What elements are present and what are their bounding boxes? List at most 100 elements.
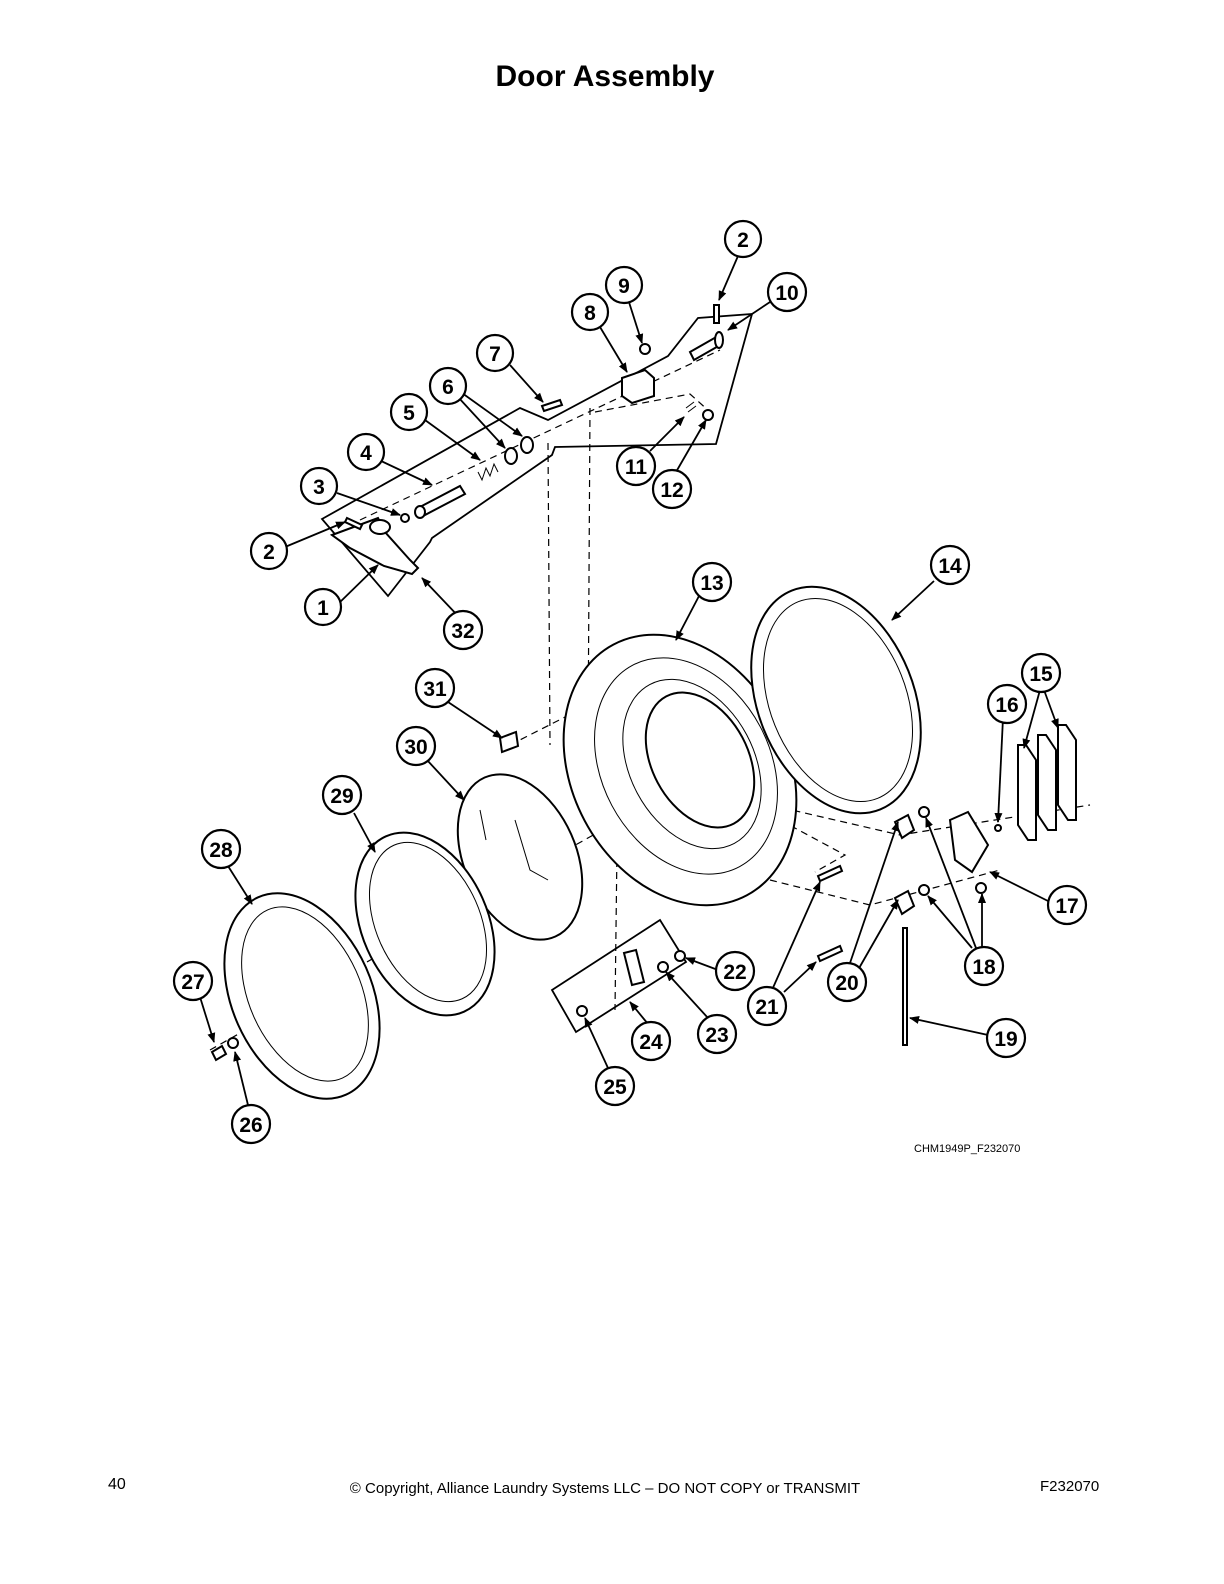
callout-18: 18 xyxy=(963,945,1005,987)
callout-5: 5 xyxy=(389,392,429,432)
callout-4: 4 xyxy=(346,432,386,472)
svg-text:2: 2 xyxy=(737,229,749,252)
door-ring xyxy=(223,892,381,1100)
hinge-block-upper xyxy=(893,813,916,840)
callout-25: 25 xyxy=(594,1065,636,1107)
callout-24: 24 xyxy=(630,1020,672,1062)
ball xyxy=(400,513,410,523)
svg-text:10: 10 xyxy=(775,282,798,305)
svg-text:1: 1 xyxy=(317,597,329,620)
svg-text:22: 22 xyxy=(723,961,746,984)
door-label xyxy=(498,730,520,754)
svg-text:17: 17 xyxy=(1055,895,1078,918)
svg-text:32: 32 xyxy=(451,620,474,643)
svg-text:15: 15 xyxy=(1029,663,1053,686)
callout-29: 29 xyxy=(321,774,363,816)
callout-8: 8 xyxy=(570,292,610,332)
svg-text:14: 14 xyxy=(938,555,962,578)
callout-31: 31 xyxy=(414,667,456,709)
callout-1: 1 xyxy=(303,587,343,627)
callout-26: 26 xyxy=(230,1103,272,1145)
callout-14: 14 xyxy=(929,544,971,586)
roll-pin-top xyxy=(713,304,720,324)
svg-text:20: 20 xyxy=(835,972,858,995)
figure-id: CHM1949P_F232070 xyxy=(914,1143,1021,1155)
glass-gasket xyxy=(354,831,496,1017)
handle-assembly-outline xyxy=(320,313,754,598)
callout-2-top: 2 xyxy=(723,219,763,259)
svg-text:7: 7 xyxy=(489,343,501,366)
roll-pin-left xyxy=(343,516,364,531)
callout-3: 3 xyxy=(299,466,339,506)
handle-part xyxy=(329,516,420,576)
svg-text:16: 16 xyxy=(995,694,1018,717)
callout-16: 16 xyxy=(986,683,1028,725)
svg-text:26: 26 xyxy=(239,1114,262,1137)
svg-text:19: 19 xyxy=(994,1028,1017,1051)
svg-text:2: 2 xyxy=(263,541,275,564)
door-frame xyxy=(562,633,798,907)
hinge-pin xyxy=(902,927,908,1046)
callout-27: 27 xyxy=(172,960,214,1002)
callout-11: 11 xyxy=(615,445,657,487)
callout-23: 23 xyxy=(696,1013,738,1055)
callout-15: 15 xyxy=(1020,652,1062,694)
callout-7: 7 xyxy=(475,333,515,373)
callout-2-left: 2 xyxy=(249,531,289,571)
svg-text:18: 18 xyxy=(972,956,996,979)
svg-text:21: 21 xyxy=(755,996,779,1019)
callout-32: 32 xyxy=(442,609,484,651)
hinge-plate xyxy=(948,810,990,874)
washer-a xyxy=(504,447,518,465)
nut-top xyxy=(639,343,651,355)
svg-text:3: 3 xyxy=(313,476,325,499)
svg-text:4: 4 xyxy=(360,442,372,465)
callout-19: 19 xyxy=(985,1017,1027,1059)
screw xyxy=(540,398,564,413)
page-number: 40 xyxy=(108,1476,126,1493)
callout-9: 9 xyxy=(604,265,644,305)
cap-nut xyxy=(210,1044,228,1062)
callout-30: 30 xyxy=(395,725,437,767)
svg-text:11: 11 xyxy=(625,456,648,479)
callout-28: 28 xyxy=(200,828,242,870)
hinge-block-lower xyxy=(893,889,916,916)
svg-text:12: 12 xyxy=(660,479,683,502)
setscrew xyxy=(685,401,697,413)
svg-text:30: 30 xyxy=(404,736,427,759)
callout-21: 21 xyxy=(746,985,788,1027)
callout-10: 10 xyxy=(766,271,808,313)
spring xyxy=(477,462,499,482)
washer-small xyxy=(227,1037,239,1049)
callout-6: 6 xyxy=(428,366,468,406)
page-title: Door Assembly xyxy=(495,60,715,93)
copyright-notice: © Copyright, Alliance Laundry Systems LL… xyxy=(349,1480,861,1497)
svg-text:6: 6 xyxy=(442,376,454,399)
svg-text:8: 8 xyxy=(584,302,596,325)
shim-b xyxy=(1037,734,1057,831)
shim-c xyxy=(1057,724,1077,821)
callout-17: 17 xyxy=(1046,884,1088,926)
door-gasket xyxy=(750,585,922,815)
document-code: F232070 xyxy=(1040,1478,1100,1495)
callout-12: 12 xyxy=(651,468,693,510)
nut-side xyxy=(702,409,714,421)
callout-20: 20 xyxy=(826,961,868,1003)
svg-text:28: 28 xyxy=(209,839,233,862)
handle-shaft xyxy=(414,484,467,519)
svg-text:29: 29 xyxy=(330,785,353,808)
svg-text:9: 9 xyxy=(618,275,630,298)
latch-block xyxy=(621,368,655,405)
washer-b xyxy=(520,436,534,454)
svg-text:23: 23 xyxy=(705,1024,728,1047)
callout-13: 13 xyxy=(691,561,733,603)
svg-text:31: 31 xyxy=(423,678,447,701)
svg-text:25: 25 xyxy=(603,1076,627,1099)
callout-22: 22 xyxy=(714,950,756,992)
svg-text:24: 24 xyxy=(639,1031,663,1054)
svg-text:13: 13 xyxy=(700,572,723,595)
svg-text:27: 27 xyxy=(181,971,204,994)
svg-text:5: 5 xyxy=(403,402,415,425)
